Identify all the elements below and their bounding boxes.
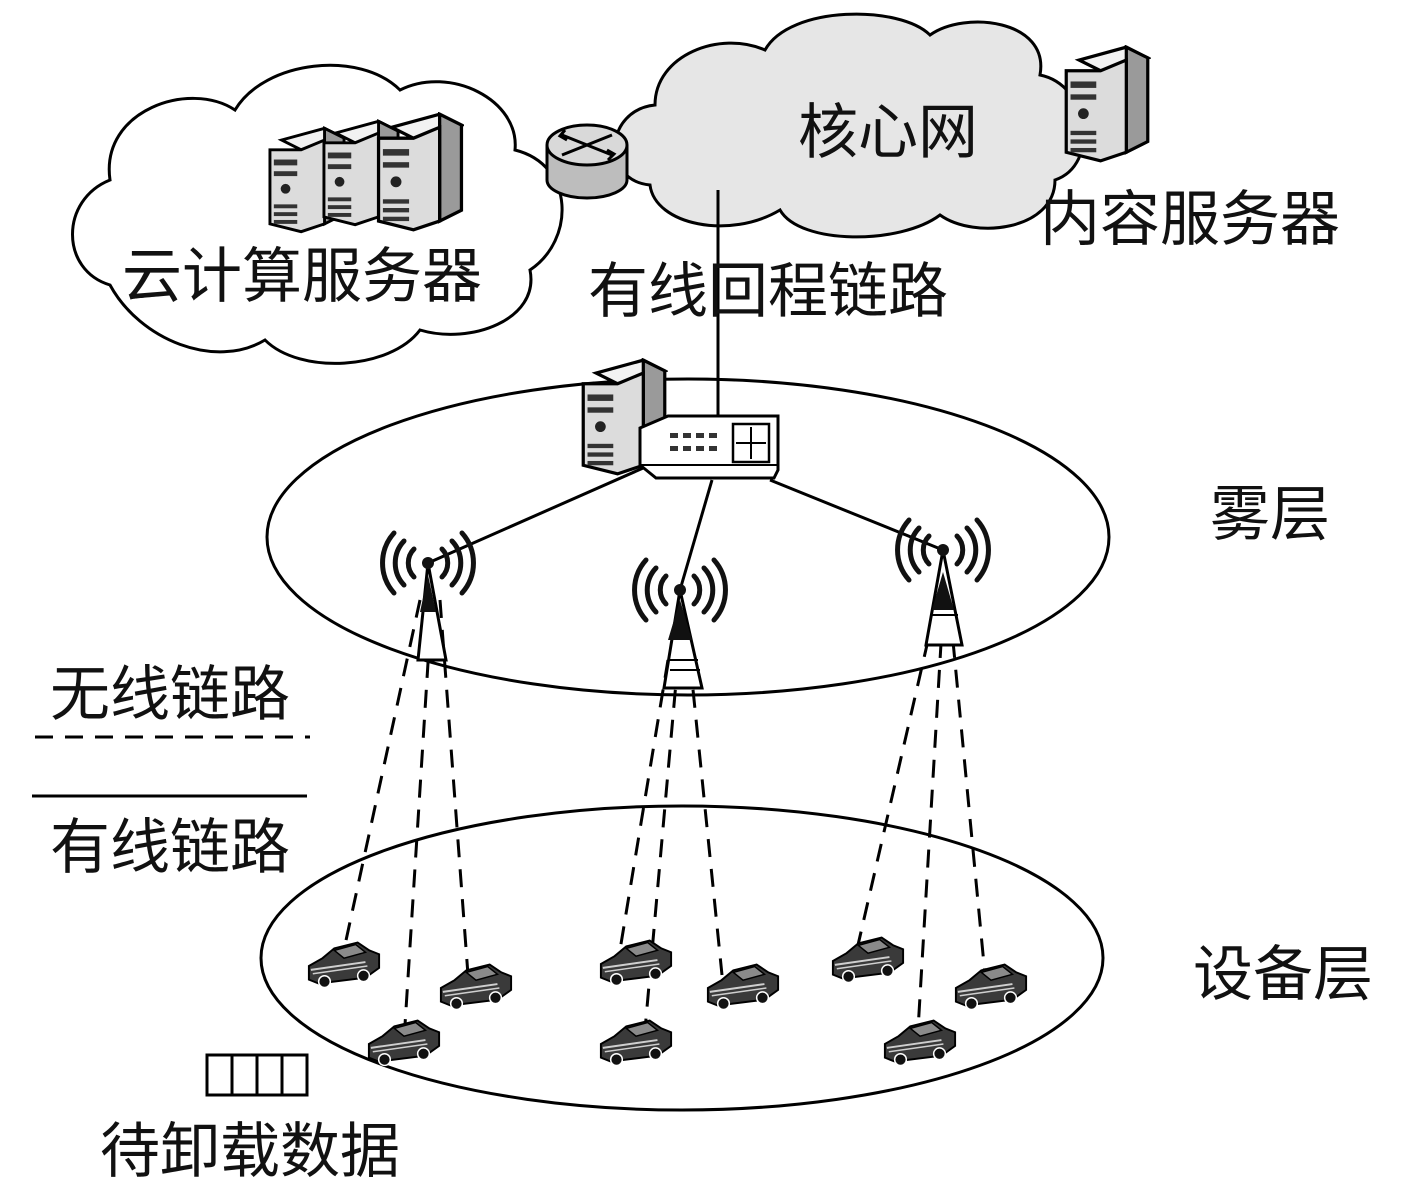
base-station-3 [898,520,989,647]
car-icon [883,1019,957,1067]
car-icon [599,939,673,987]
car-icon [439,963,513,1011]
data-queue-icon [205,1053,309,1097]
car-icon [954,963,1028,1011]
car-icon [367,1019,441,1067]
cloud-servers-label: 云计算服务器 [122,242,482,312]
router-icon [545,123,629,200]
legend-wireless-label: 无线链路 [50,660,290,730]
core-network-cloud [613,12,1086,239]
pending-data-label: 待卸载数据 [100,1117,400,1186]
fog-layer-ellipse [265,377,1111,697]
network-switch-icon [638,414,780,480]
car-icon [307,941,381,989]
content-server-label: 内容服务器 [1040,185,1340,255]
base-station-1 [383,533,474,662]
wired-links [427,463,944,591]
base-station-2 [635,560,726,690]
content-server-icon [1064,45,1150,163]
fog-layer-label: 雾层 [1210,480,1330,550]
device-layer-ellipse [259,804,1105,1112]
legend-wired-label: 有线链路 [50,813,290,883]
backhaul-link-label: 有线回程链路 [588,257,948,327]
core-network-label: 核心网 [798,98,978,168]
device-layer-label: 设备层 [1193,940,1373,1010]
car-icon [706,963,780,1011]
car-icon [599,1019,673,1067]
car-icon [831,936,905,984]
